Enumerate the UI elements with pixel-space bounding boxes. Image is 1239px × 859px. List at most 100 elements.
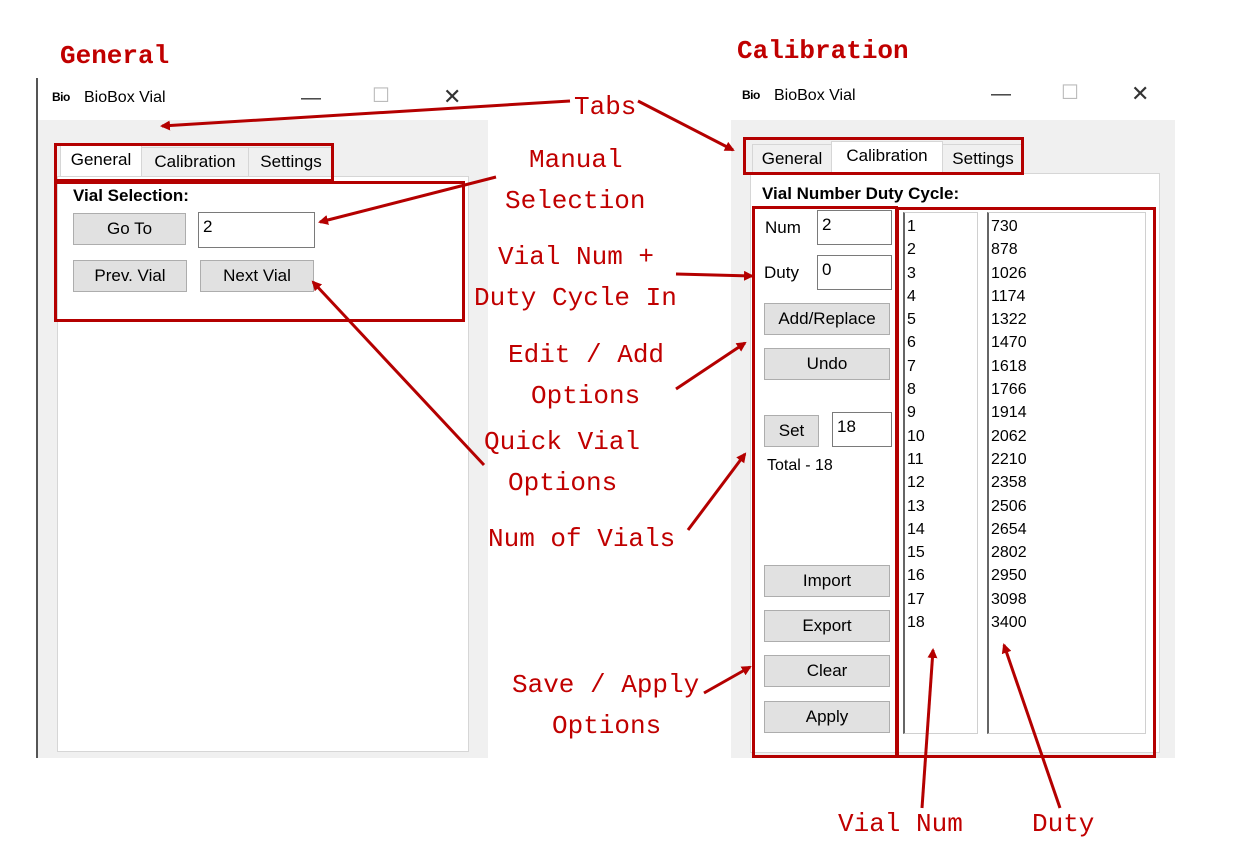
apply-button[interactable]: Apply [764, 701, 890, 733]
general-heading: General [60, 41, 170, 71]
manual-annotation-line1: Manual [529, 145, 623, 175]
manual-selection-arrow [318, 175, 497, 225]
window-title: BioBox Vial [774, 87, 856, 104]
go-to-input[interactable]: 2 [198, 212, 315, 248]
minimize-icon[interactable]: — [991, 83, 1011, 105]
vial-num-list-item[interactable]: 7 [907, 357, 916, 375]
duty-arrow [1001, 643, 1062, 809]
duty-annotation: Duty [1032, 809, 1095, 839]
duty-list-item[interactable]: 878 [991, 241, 1018, 259]
window-title: BioBox Vial [84, 89, 166, 106]
vial-num-list-item[interactable]: 9 [907, 404, 916, 422]
next-vial-button[interactable]: Next Vial [200, 260, 314, 292]
vial-num-list-item[interactable]: 15 [907, 544, 925, 562]
num-input[interactable]: 2 [817, 210, 892, 245]
vial-num-list-item[interactable]: 16 [907, 567, 925, 585]
tab-settings[interactable]: Settings [942, 144, 1024, 174]
num-label: Num [765, 218, 801, 237]
go-to-button[interactable]: Go To [73, 213, 186, 245]
title-bar: Bio BioBox Vial — ☐ ✕ [38, 80, 488, 120]
vial-num-list-item[interactable]: 17 [907, 590, 925, 608]
duty-input[interactable]: 0 [817, 255, 892, 290]
vial-num-list-item[interactable]: 11 [907, 450, 924, 468]
duty-list-item[interactable]: 2358 [991, 474, 1027, 492]
set-button[interactable]: Set [764, 415, 819, 447]
duty-list-item[interactable]: 2802 [991, 544, 1027, 562]
vial-num-list-item[interactable]: 2 [907, 241, 916, 259]
save-annotation-line2: Options [552, 711, 662, 741]
duty-list-item[interactable]: 3098 [991, 590, 1027, 608]
tab-calibration[interactable]: Calibration [831, 141, 943, 174]
vial-num-list-item[interactable]: 5 [907, 311, 916, 329]
duty-list-item[interactable]: 1470 [991, 334, 1027, 352]
vial-num-list-item[interactable]: 13 [907, 497, 925, 515]
maximize-icon[interactable]: ☐ [1061, 82, 1079, 104]
vial-num-list-item[interactable]: 1 [907, 218, 916, 235]
maximize-icon[interactable]: ☐ [372, 85, 390, 107]
vial-num-arrow [920, 648, 938, 809]
section-title: Vial Selection: [73, 186, 189, 205]
export-button[interactable]: Export [764, 610, 890, 642]
tabs-highlight-box [743, 137, 1024, 175]
duty-list-item[interactable]: 1618 [991, 357, 1027, 375]
vial-num-listbox[interactable] [903, 212, 978, 734]
undo-button[interactable]: Undo [764, 348, 890, 380]
lists-highlight-box [896, 207, 1156, 758]
tabs-left-arrow [160, 99, 571, 131]
manual-annotation-line2: Selection [505, 186, 646, 216]
window-left-edge [36, 78, 38, 758]
duty-list-item[interactable]: 730 [991, 218, 1018, 235]
duty-list-item[interactable]: 1766 [991, 381, 1027, 399]
save-options-arrow [703, 665, 752, 695]
vial-num-list-item[interactable]: 4 [907, 287, 916, 305]
quick-annotation-line2: Options [508, 468, 618, 498]
edit-options-arrow [675, 341, 747, 391]
vial-num-list-item[interactable]: 8 [907, 381, 916, 399]
vial-num-list-item[interactable]: 3 [907, 264, 916, 282]
duty-list-item[interactable]: 1174 [991, 287, 1026, 305]
tab-general[interactable]: General [752, 144, 832, 174]
vial-num-annotation: Vial Num [838, 809, 963, 839]
duty-list-item[interactable]: 2210 [991, 450, 1027, 468]
vial-selection-highlight-box [54, 181, 465, 322]
vialnum-annotation-line1: Vial Num + [498, 242, 655, 272]
vial-num-list-item[interactable]: 10 [907, 427, 925, 445]
close-icon[interactable]: ✕ [1131, 81, 1150, 106]
vialnum-arrow [675, 270, 754, 281]
vial-num-list-item[interactable]: 14 [907, 520, 925, 538]
num-vials-arrow [686, 452, 747, 531]
numvials-annotation: Num of Vials [488, 524, 676, 554]
duty-list-item[interactable]: 1914 [991, 404, 1027, 422]
duty-list-item[interactable]: 1026 [991, 264, 1027, 282]
duty-list-item[interactable]: 2506 [991, 497, 1027, 515]
vial-count-input[interactable]: 18 [832, 412, 892, 447]
vialnum-annotation-line2: Duty Cycle In [474, 283, 677, 313]
duty-list-item[interactable]: 3400 [991, 614, 1027, 632]
minimize-icon[interactable]: — [301, 87, 321, 109]
add-replace-button[interactable]: Add/Replace [764, 303, 890, 335]
duty-list-item[interactable]: 1322 [991, 311, 1027, 329]
duty-list-item[interactable]: 2654 [991, 520, 1027, 538]
quick-vial-arrow [311, 280, 486, 467]
app-logo: Bio [742, 88, 760, 102]
duty-list: 730 878 1026 1174 1322 1470 1618 1766 1914 2062 22… [991, 215, 1027, 634]
tabs-right-arrow [637, 99, 735, 152]
duty-list-item[interactable]: 2950 [991, 567, 1027, 585]
close-icon[interactable]: ✕ [443, 84, 462, 109]
vial-num-list-item[interactable]: 12 [907, 474, 925, 492]
vial-num-list-item[interactable]: 6 [907, 334, 916, 352]
edit-annotation-line2: Options [531, 381, 641, 411]
calibration-heading: Calibration [737, 36, 909, 66]
vial-num-list-item[interactable]: 18 [907, 614, 925, 632]
clear-button[interactable]: Clear [764, 655, 890, 687]
duty-listbox[interactable] [987, 212, 1146, 734]
duty-list-item[interactable]: 2062 [991, 427, 1027, 445]
app-logo: Bio [52, 90, 70, 104]
total-label: Total - 18 [767, 457, 833, 474]
duty-label: Duty [764, 263, 799, 282]
import-button[interactable]: Import [764, 565, 890, 597]
prev-vial-button[interactable]: Prev. Vial [73, 260, 187, 292]
tabs-highlight-box [54, 143, 334, 182]
